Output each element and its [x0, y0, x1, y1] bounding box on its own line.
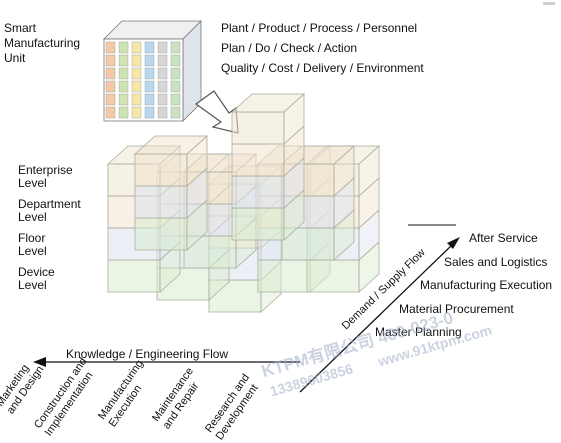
matrix-cell-front: [231, 207, 285, 241]
unit-cube-cell: [105, 80, 116, 93]
unit-cube-cell: [105, 93, 116, 106]
matrix-cell-front: [134, 185, 188, 219]
matrix-cell: [231, 157, 305, 209]
level-label: Level: [18, 278, 47, 292]
demand-supply-flow-arrow: [299, 224, 460, 393]
unit-cube-cell: [131, 41, 142, 54]
unit-cube-cell: [144, 93, 155, 106]
unit-cube-cell: [157, 93, 168, 106]
value-chain-stage: Manufacturing Execution: [420, 278, 553, 292]
knowledge-engineering-flow-label: Knowledge / Engineering Flow: [66, 347, 229, 361]
unit-cube-cell: [144, 67, 155, 80]
unit-cube-cell: [144, 41, 155, 54]
unit-cube-cell: [131, 106, 142, 119]
unit-cube-cell: [131, 54, 142, 67]
unit-cube-cell: [170, 67, 181, 80]
matrix-cell: [231, 189, 305, 241]
unit-cube-cell: [170, 80, 181, 93]
unit-cube-cell: [157, 54, 168, 67]
unit-cube-cell: [157, 80, 168, 93]
matrix-cell-top: [133, 135, 209, 155]
level-label: Floor: [18, 231, 46, 245]
matrix-cell-top: [280, 145, 356, 165]
unit-cube-cell: [118, 67, 129, 80]
matrix-cell: [280, 145, 356, 197]
matrix-cell-top: [230, 93, 306, 113]
value-chain-stage: After Service: [469, 231, 538, 245]
level-label: Level: [18, 244, 47, 258]
matrix-cell-front: [231, 175, 285, 209]
unit-cube-cell: [118, 93, 129, 106]
value-chain-stage: Master Planning: [375, 325, 462, 339]
level-label: Enterprise: [18, 163, 73, 177]
unit-cube-front: [103, 38, 184, 122]
unit-cube-cell: [157, 41, 168, 54]
level-label: Level: [18, 210, 47, 224]
unit-cube-cell: [118, 41, 129, 54]
unit-cube-cell: [170, 41, 181, 54]
unit-dimension: Plan / Do / Check / Action: [221, 41, 358, 55]
unit-cube-cell: [144, 54, 155, 67]
unit-cube-cell: [144, 80, 155, 93]
unit-cube-cell: [105, 106, 116, 119]
window-control: [543, 2, 555, 5]
unit-cube-cell: [131, 80, 142, 93]
unit-cube-cell: [144, 106, 155, 119]
matrix-cell-front: [231, 111, 285, 145]
unit-title-line: Unit: [4, 51, 26, 65]
unit-cube-cell: [118, 106, 129, 119]
unit-cube-cell: [157, 106, 168, 119]
matrix-cell: [281, 177, 355, 229]
unit-cube-cell: [170, 106, 181, 119]
matrix-cell-front: [107, 259, 161, 293]
unit-cube-cell: [170, 93, 181, 106]
unit-cube-cell: [105, 67, 116, 80]
unit-cube-cell: [105, 54, 116, 67]
unit-cube: [103, 20, 202, 122]
level-label: Device: [18, 265, 55, 279]
matrix-cell: [107, 241, 181, 293]
unit-dimension: Quality / Cost / Delivery / Environment: [221, 61, 424, 75]
matrix-cell-front: [306, 259, 360, 293]
unit-title-line: Manufacturing: [4, 36, 81, 50]
unit-cube-cell: [105, 41, 116, 54]
matrix-cell: [230, 93, 306, 145]
matrix-cell-front: [134, 217, 188, 251]
value-chain-stage: Material Procurement: [399, 302, 514, 316]
knowledge-engineering-flow-arrow: [33, 357, 300, 367]
unit-dimension: Plant / Product / Process / Personnel: [221, 21, 418, 35]
level-label: Level: [18, 176, 47, 190]
manufacturing-matrix: [106, 93, 381, 313]
unit-cube-columns: [105, 41, 181, 119]
matrix-cell-front: [134, 153, 188, 187]
unit-cube-cell: [157, 67, 168, 80]
unit-title-line: Smart: [4, 21, 37, 35]
level-label: Department: [18, 197, 81, 211]
matrix-cell: [133, 135, 209, 187]
value-chain-stage: Sales and Logistics: [444, 255, 548, 269]
matrix-cell-front: [257, 259, 311, 293]
unit-cube-cell: [131, 67, 142, 80]
unit-cube-cell: [118, 80, 129, 93]
unit-cube-cell: [118, 54, 129, 67]
unit-cube-cell: [170, 54, 181, 67]
matrix-cell-front: [231, 143, 285, 177]
unit-cube-cell: [131, 93, 142, 106]
